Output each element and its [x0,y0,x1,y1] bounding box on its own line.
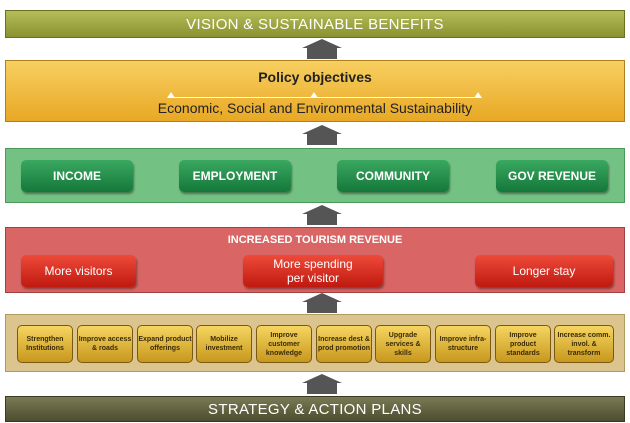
action-item: Improve access & roads [77,325,133,363]
outcome-income: INCOME [21,160,133,192]
policy-subtitle: Economic, Social and Environmental Susta… [157,100,473,116]
action-item: Increase comm. invol. & transform [554,325,614,363]
action-item: Strengthen Institutions [17,325,73,363]
action-item: Improve product standards [495,325,551,363]
action-item: Expand product offerings [137,325,193,363]
revenue-longer-stay: Longer stay [475,255,613,287]
policy-objectives-box: Policy objectives Economic, Social and E… [5,60,625,122]
arrowhead-icon [167,92,175,98]
revenue-more-visitors: More visitors [21,255,136,287]
outcome-employment: EMPLOYMENT [179,160,291,192]
outcome-community: COMMUNITY [337,160,449,192]
revenue-more-spending: More spending per visitor [243,255,383,287]
up-arrow-icon [302,39,342,59]
revenue-band: INCREASED TOURISM REVENUE More visitors … [5,227,625,293]
up-arrow-icon [302,125,342,145]
arrowhead-icon [474,92,482,98]
action-item: Improve infra-structure [435,325,491,363]
up-arrow-icon [302,205,342,225]
action-item: Mobilize investment [196,325,252,363]
action-item: Increase dest & prod promotion [316,325,372,363]
action-item: Improve customer knowledge [256,325,312,363]
vision-banner: VISION & SUSTAINABLE BENEFITS [5,10,625,38]
actions-band: Strengthen Institutions Improve access &… [5,314,625,372]
connector-line [171,97,479,98]
revenue-title: INCREASED TOURISM REVENUE [227,234,403,246]
up-arrow-icon [302,293,342,313]
strategy-banner: STRATEGY & ACTION PLANS [5,396,625,422]
up-arrow-icon [302,374,342,394]
outcome-gov-revenue: GOV REVENUE [496,160,608,192]
action-item: Upgrade services & skills [375,325,431,363]
policy-title: Policy objectives [258,69,372,85]
outcomes-band: INCOME EMPLOYMENT COMMUNITY GOV REVENUE [5,148,625,203]
arrowhead-icon [310,92,318,98]
